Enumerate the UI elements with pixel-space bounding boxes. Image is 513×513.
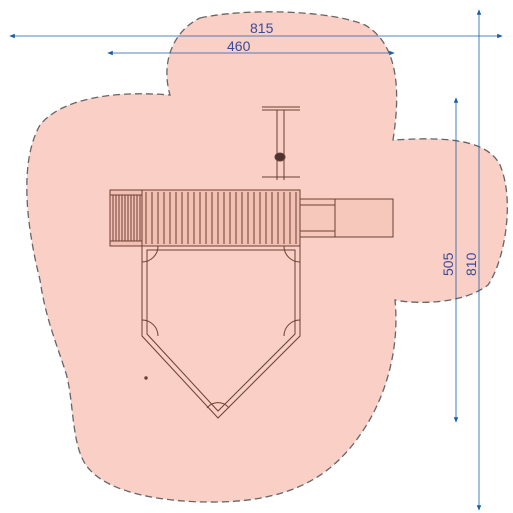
dimension-label-810: 810 [463,252,479,276]
slide [299,198,394,238]
pentagon-enclosure [141,245,301,419]
dimension-label-505: 505 [440,252,456,276]
swing-seat-icon [274,152,286,162]
deck-slats [112,192,297,244]
dimension-810: 810 [463,9,482,511]
dimension-815: 815 [9,20,503,39]
marker-dot [144,376,148,380]
dimension-460: 460 [107,38,395,56]
dimension-label-460: 460 [227,38,251,54]
dimension-label-815: 815 [250,20,274,36]
dimension-505: 505 [440,97,459,423]
top-bar [262,106,300,180]
deck-platform [109,189,301,247]
safety-area [26,11,508,503]
play-structure [109,106,394,419]
